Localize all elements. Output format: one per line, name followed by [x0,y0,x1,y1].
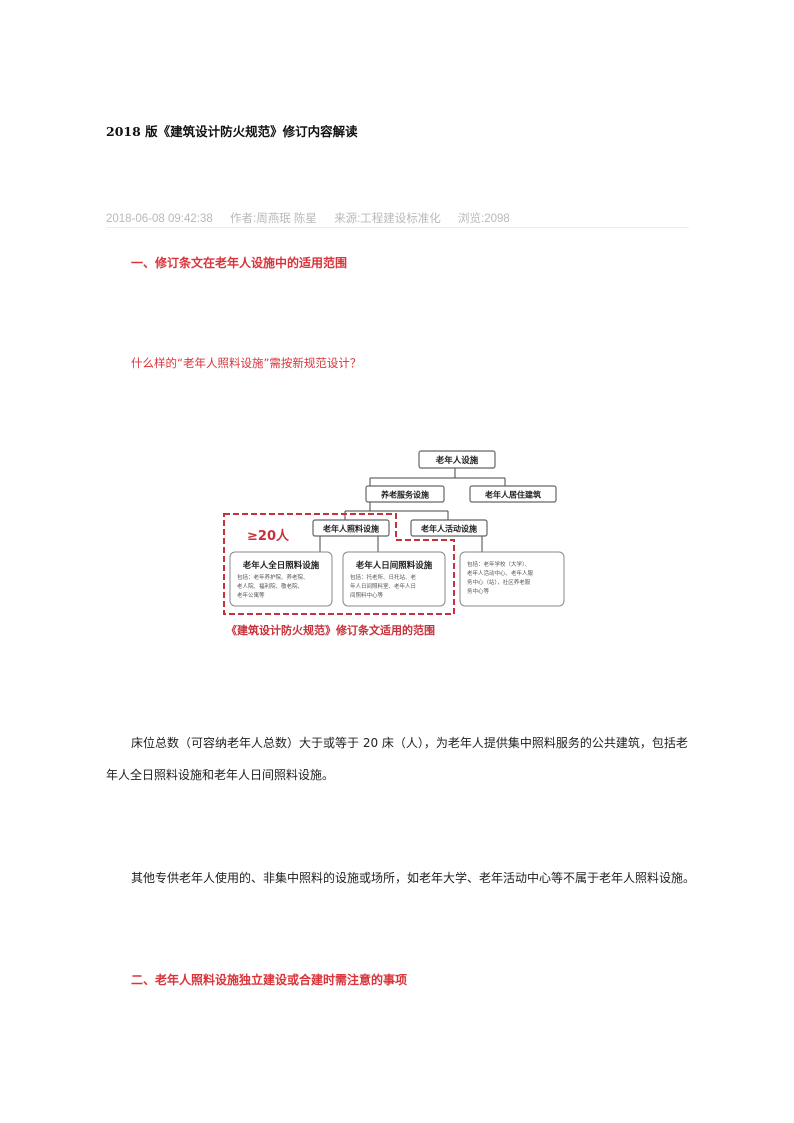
paragraph-exclusion: 其他专供老年人使用的、非集中照料的设施或场所，如老年大学、老年活动中心等不属于老… [131,871,696,885]
node-care-facilities: 老年人照料设施 [312,519,390,537]
node-fullday-title: 老年人全日照料设施 [242,560,320,571]
node-residential-label: 老年人居住建筑 [484,490,541,500]
node-activity-desc: 包括：老年学校（大学）、 老年人活动中心、老年人服 务中心（站），社区养老服 务… [459,551,565,607]
node-daytime-desc-1: 包括：托老所、日托站、老 [350,573,417,581]
node-activity-desc-1: 包括：老年学校（大学）、 [467,560,530,568]
node-activity-facilities-label: 老年人活动设施 [420,524,477,534]
paragraph-definition: 床位总数（可容纳老年人总数）大于或等于 20 床（人），为老年人提供集中照料服务… [106,736,688,782]
node-activity-desc-4: 务中心等 [467,587,490,595]
node-care-services: 养老服务设施 [365,485,445,503]
node-daytime-desc-3: 间照料中心等 [350,591,384,599]
node-activity-desc-3: 务中心（站），社区养老服 [467,578,531,586]
publish-date: 2018-06-08 09:42:38 [106,213,213,225]
connector-lines [319,468,506,552]
node-activity-facilities: 老年人活动设施 [410,519,488,537]
node-daytime-desc-2: 年人日间照料室、老年人日 [350,582,416,590]
article-title: 2018 版《建筑设计防火规范》修订内容解读 [106,124,358,139]
section2-heading: 二、老年人照料设施独立建设或合建时需注意的事项 [131,973,408,987]
section1-heading: 一、修订条文在老年人设施中的适用范围 [131,256,348,270]
node-root: 老年人设施 [418,450,496,469]
node-fullday-desc-3: 老年公寓等 [237,591,265,599]
author: 作者:周燕珉 陈星 [230,213,317,225]
view-count: 浏览:2098 [458,213,510,225]
node-residential: 老年人居住建筑 [469,485,557,503]
node-daytime-title: 老年人日间照料设施 [355,560,433,571]
node-fullday: 老年人全日照料设施 包括：老年养护院、养老院、 老人院、福利院、敬老院、 老年公… [229,551,333,607]
source: 来源:工程建设标准化 [334,213,441,225]
scope-dashed-border [223,513,455,615]
node-daytime: 老年人日间照料设施 包括：托老所、日托站、老 年人日间照料室、老年人日 间照料中… [342,551,446,607]
diagram-caption: 《建筑设计防火规范》修订条文适用的范围 [226,623,435,637]
node-fullday-desc-2: 老人院、福利院、敬老院、 [237,582,303,590]
section1-question: 什么样的“老年人照料设施”需按新规范设计？ [131,356,362,370]
node-activity-desc-2: 老年人活动中心、老年人服 [467,569,534,577]
node-fullday-desc-1: 包括：老年养护院、养老院、 [237,573,309,581]
applicability-diagram: 老年人设施 养老服务设施 老年人居住建筑 老年人照料设施 老年人活动设施 老年人… [220,440,610,640]
node-care-facilities-label: 老年人照料设施 [322,524,379,534]
threshold-label: ≥20人 [247,528,290,544]
meta-divider [106,227,689,228]
node-root-label: 老年人设施 [435,455,479,466]
article-meta: 2018-06-08 09:42:38 作者:周燕珉 陈星 来源:工程建设标准化… [106,210,524,226]
node-care-services-label: 养老服务设施 [380,490,429,500]
